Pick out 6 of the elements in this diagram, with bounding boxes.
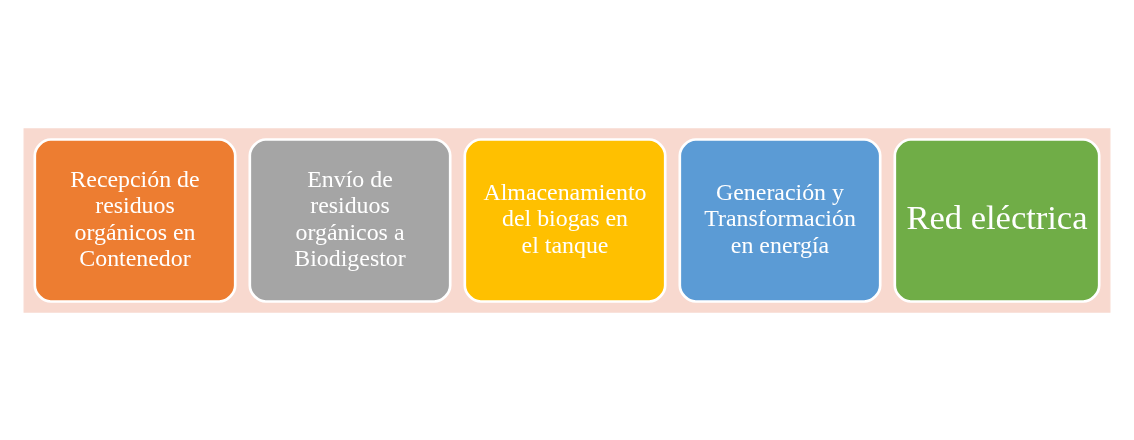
node-box: Generación y Transformación en energía: [678, 137, 882, 303]
node-box: Red eléctrica: [893, 137, 1101, 303]
cluster: [23, 127, 1111, 313]
node-box: Almacenamiento del biogas en el tanque: [463, 137, 667, 303]
node-box: Envío de residuos orgánicos a Biodigestor: [248, 137, 452, 303]
node-box: Recepción de residuos orgánicos en Contenedor: [33, 137, 237, 303]
